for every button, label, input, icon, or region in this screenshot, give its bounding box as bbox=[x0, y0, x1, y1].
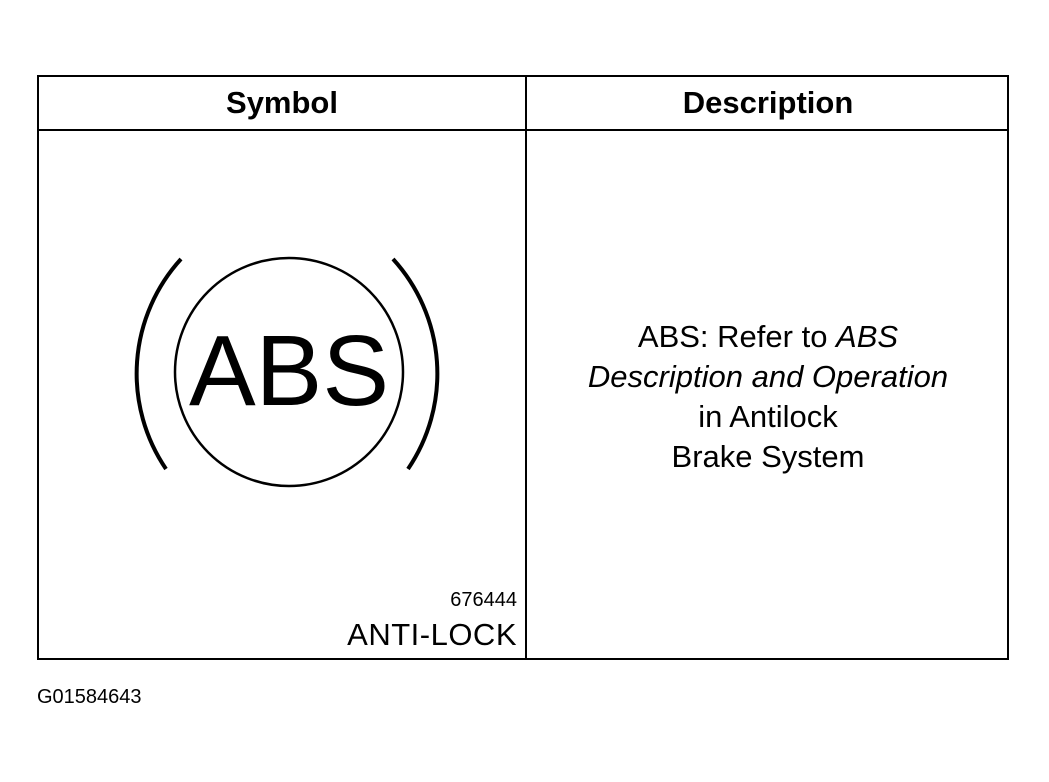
description-ref-operation: Description and Operation bbox=[587, 359, 949, 394]
header-symbol: Symbol bbox=[226, 85, 338, 120]
description-lead: ABS: Refer to bbox=[637, 319, 837, 354]
description-tail-1: in Antilock bbox=[698, 399, 838, 434]
description-text: ABS: Refer to ABS Description and Operat… bbox=[527, 317, 1009, 477]
figure-id: G01584643 bbox=[37, 686, 142, 708]
header-description: Description bbox=[682, 85, 854, 120]
symbol-table: Symbol Description ABS 676444 ANTI-LOCK … bbox=[37, 75, 1009, 660]
description-line-1: ABS: Refer to ABS bbox=[527, 317, 1009, 357]
column-divider bbox=[525, 77, 527, 658]
description-tail-2: Brake System bbox=[671, 439, 865, 474]
description-ref-abs: ABS bbox=[836, 319, 899, 354]
symbol-label: ANTI-LOCK bbox=[347, 617, 517, 652]
header-divider bbox=[39, 129, 1007, 131]
symbol-code: 676444 bbox=[450, 589, 517, 611]
abs-icon-text: ABS bbox=[189, 315, 389, 427]
abs-warning-icon: ABS bbox=[134, 256, 440, 488]
